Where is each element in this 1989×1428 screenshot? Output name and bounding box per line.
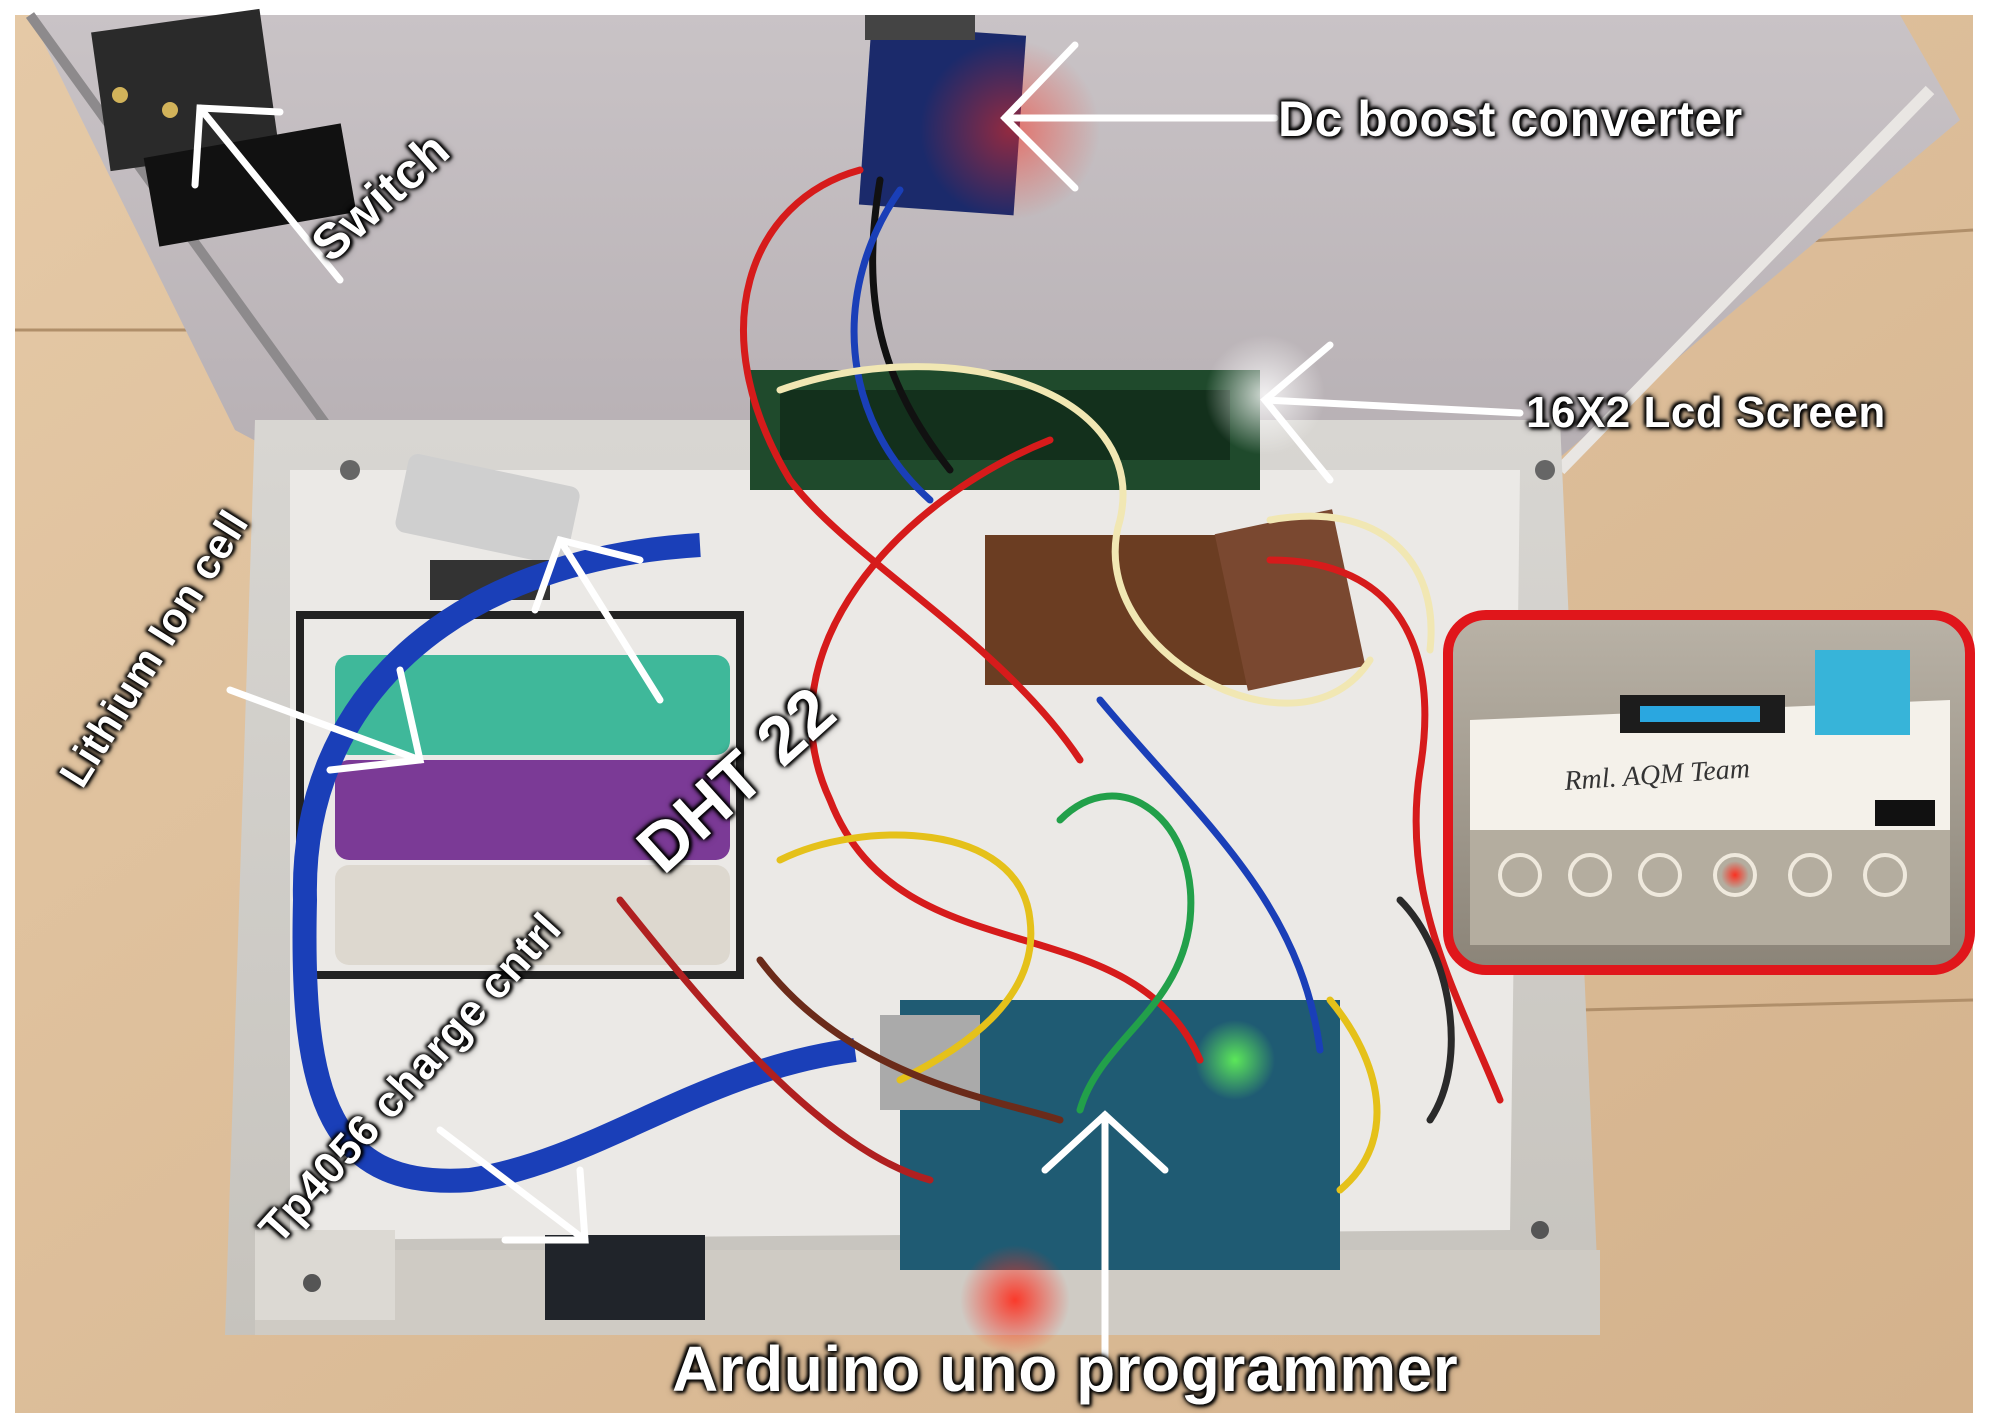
- label-dc-boost-converter: Dc boost converter: [1278, 91, 1743, 147]
- inset-red-frame: [1443, 610, 1975, 975]
- label-lcd-screen: 16X2 Lcd Screen: [1526, 388, 1886, 437]
- label-arduino-uno: Arduino uno programmer: [672, 1333, 1459, 1405]
- tp4056-module: [545, 1235, 705, 1320]
- usb-cable: [292, 533, 857, 1193]
- jumper-wires: [616, 166, 1504, 1194]
- inset-device-photo: Rml. AQM Team: [1443, 610, 1975, 975]
- callout-arrows: [191, 41, 1524, 1374]
- battery-green: [335, 655, 730, 755]
- enclosure-lid: [30, 15, 1960, 470]
- switch-component: [91, 8, 279, 172]
- dht22-sensor: [395, 454, 580, 565]
- battery-purple: [335, 760, 730, 860]
- battery-white: [335, 865, 730, 965]
